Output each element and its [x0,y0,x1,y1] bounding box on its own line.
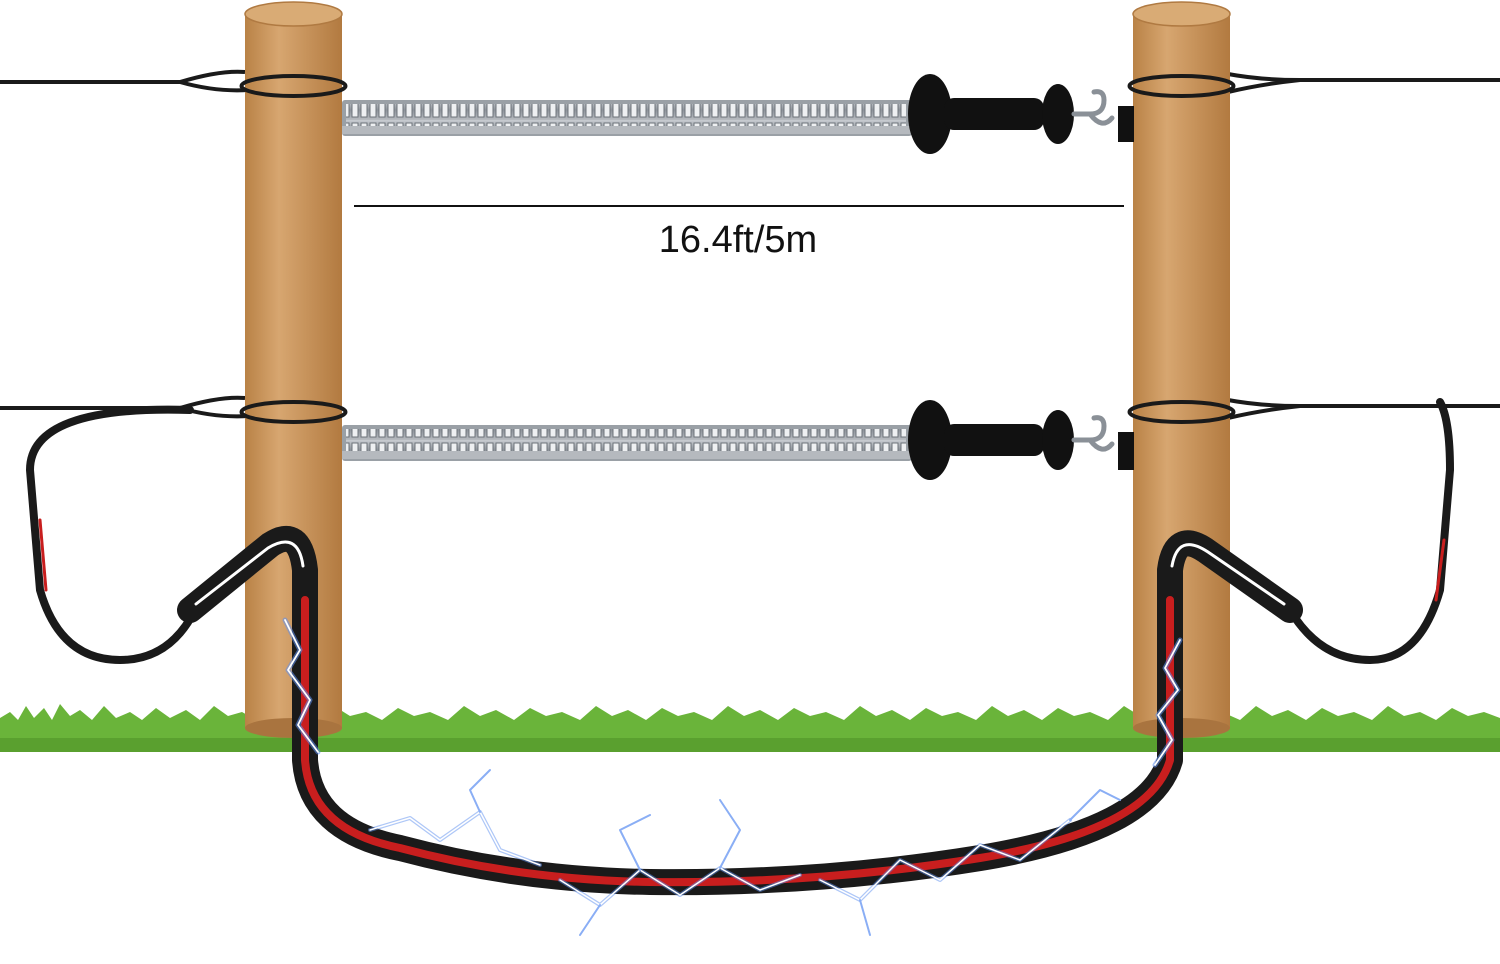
wire-bottom-right [1227,398,1500,408]
gate-handle-bottom [908,400,1134,480]
wire-top-left-loop [179,80,249,93]
dimension-marker: 16.4ft/5m [354,205,1124,261]
lightning-bolt-icon [282,617,1183,936]
gate-spring-bottom [342,425,912,461]
wire-bottom-right-loop [1227,404,1301,420]
underground-cable [177,525,1303,896]
right-drop-cable [1286,398,1455,665]
side-cables [25,398,1455,665]
left-drop-cable [25,405,199,665]
dimension-label: 16.4ft/5m [659,219,817,261]
gate-hook-icon [1071,415,1115,452]
gate-hook-icon [1071,89,1115,126]
wire-top-right-loop [1227,78,1301,94]
left-post-ring-top [239,74,348,98]
wire-top-left [0,69,246,84]
insulator-top [1118,106,1134,142]
wire-top-right [1227,72,1500,82]
wire-bottom-left [0,395,246,410]
gate-spring-top [342,100,912,136]
right-post-ring-bottom [1127,400,1236,424]
right-post-ring-top [1127,74,1236,98]
grass-ground [0,704,1500,752]
insulator-bottom [1118,432,1134,470]
left-post-ring-bottom [239,400,348,424]
gate-handle-top [908,74,1134,154]
